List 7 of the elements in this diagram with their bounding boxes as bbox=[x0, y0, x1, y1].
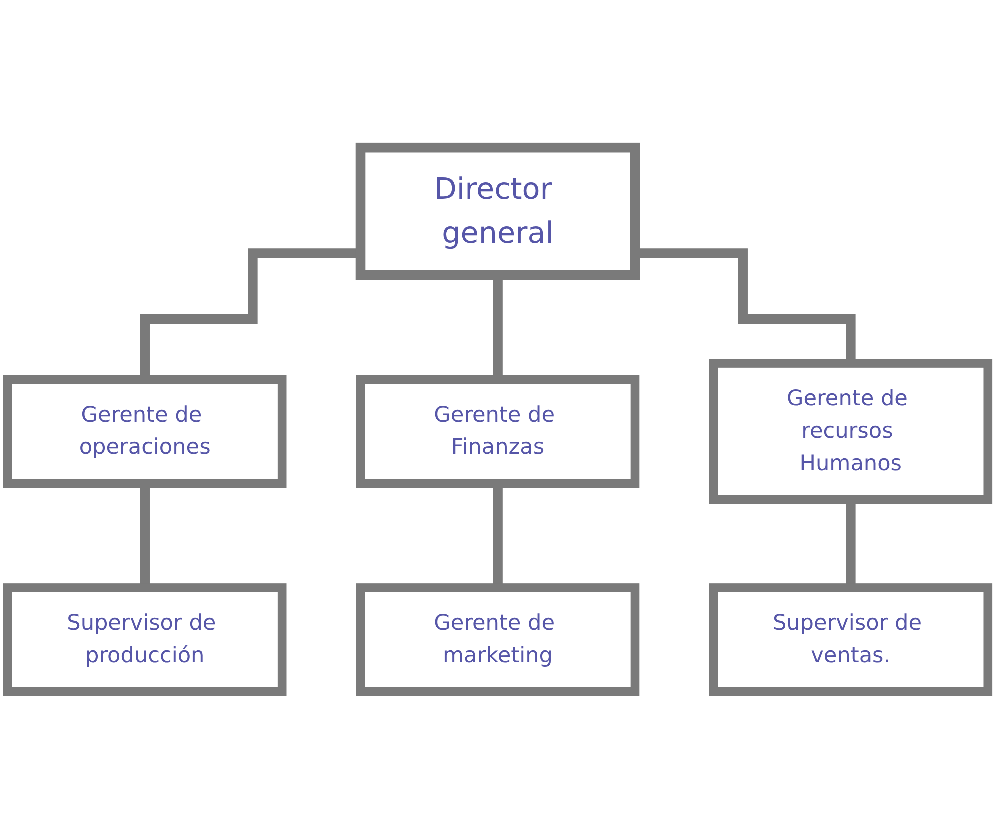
node-box: Gerente de operaciones bbox=[3, 374, 287, 488]
node-box: Director general bbox=[356, 142, 640, 280]
node-box: Supervisor de ventas. bbox=[709, 583, 993, 696]
node-box: Gerente de recursos Humanos bbox=[709, 358, 993, 504]
node-box: Gerente de marketing bbox=[356, 583, 640, 696]
node-box: Supervisor de producción bbox=[3, 583, 287, 696]
node-box: Gerente de Finanzas bbox=[356, 374, 640, 488]
